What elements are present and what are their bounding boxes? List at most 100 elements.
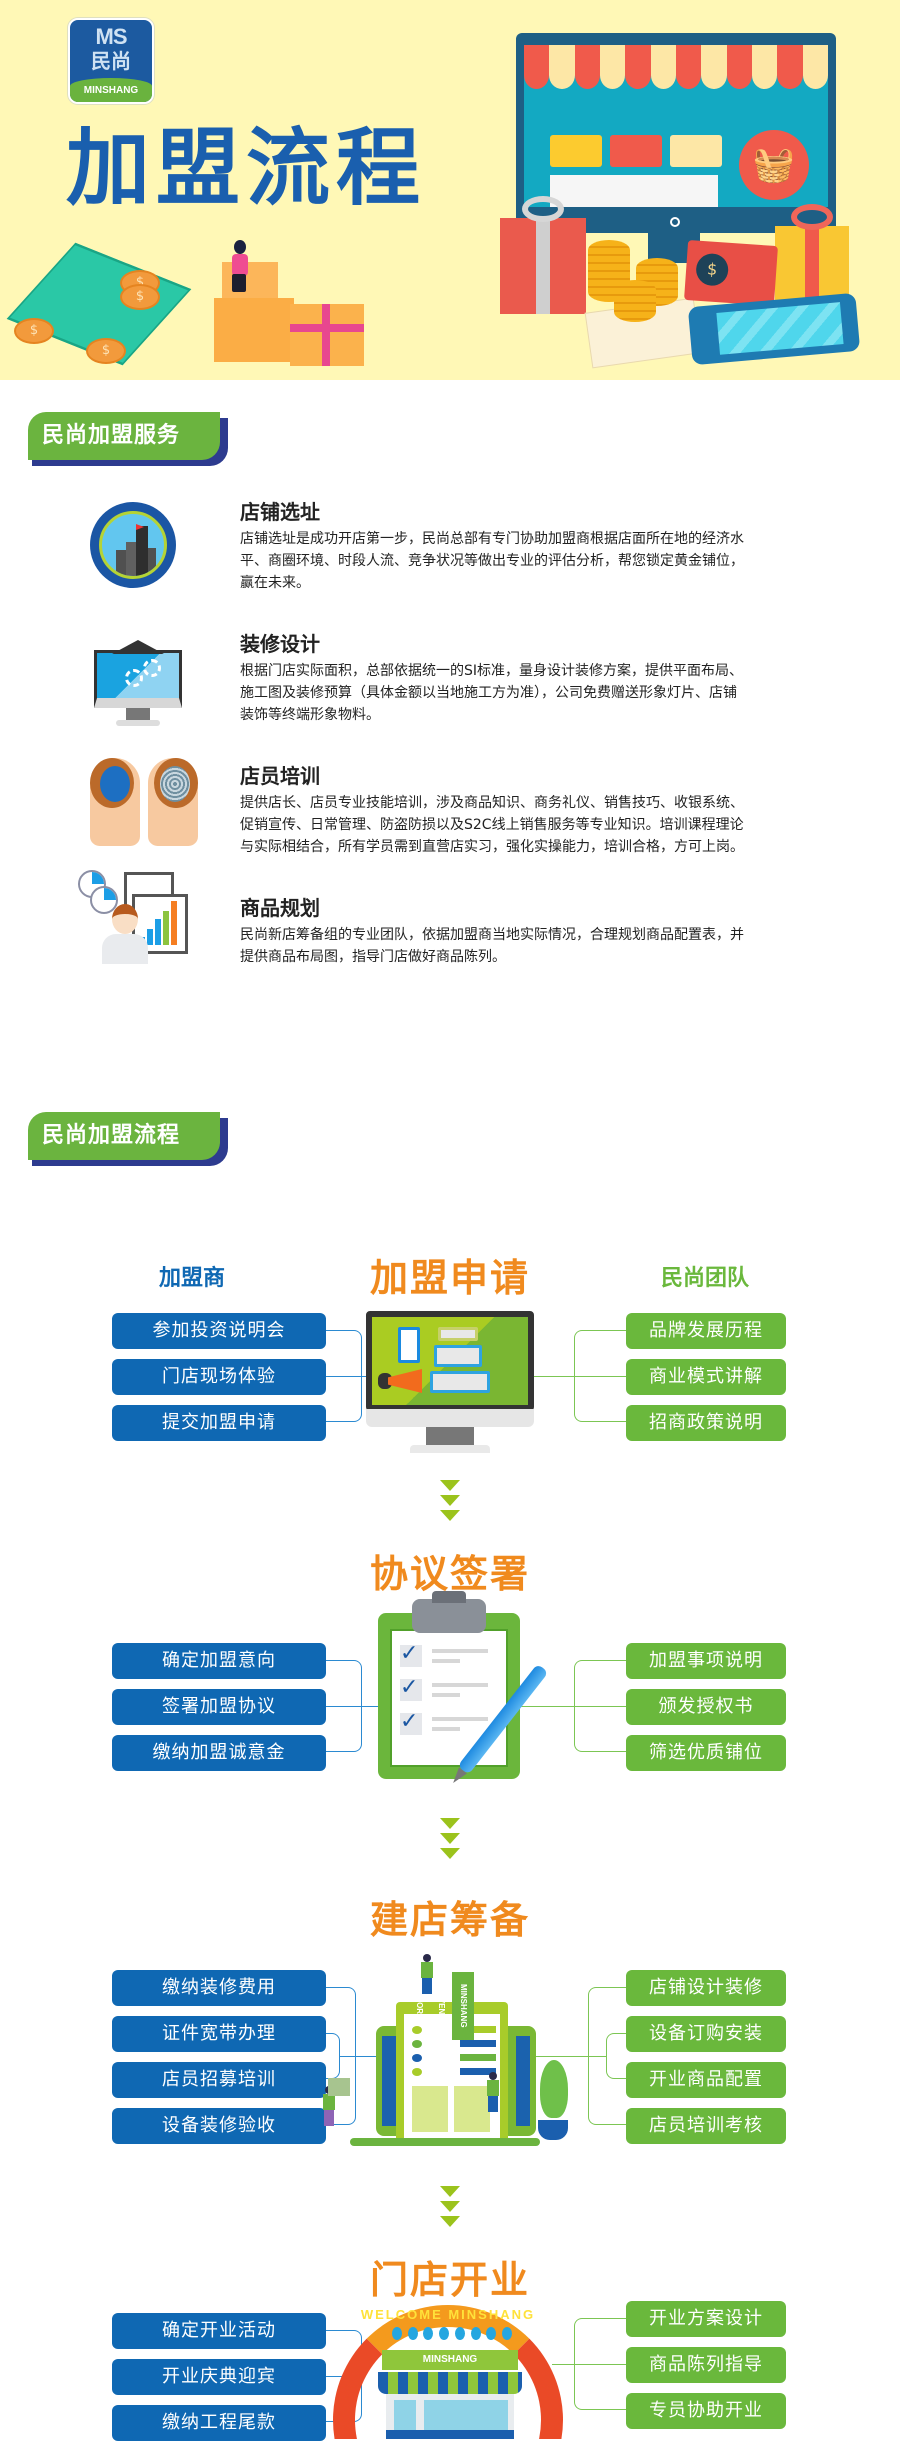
down-arrows-icon [440,2186,460,2231]
store-sign: MINSHANG [382,2350,518,2370]
welcome-arch-icon: WELCOME MINSHANG [333,2305,563,2439]
store-sign: MINSHANG CONVENIENT STORE [415,1972,474,2040]
coin-icon: $ [86,338,126,364]
team-step: 筛选优质铺位 [626,1735,786,1771]
hero-banner: MS 民尚 MINSHANG 加盟流程 $ $ $ $ 🧺 [0,0,900,380]
service-description: 店铺选址是成功开店第一步，民尚总部有专门协助加盟商根据店面所在地的经济水 平、商… [240,528,840,594]
franchisee-step: 缴纳工程尾款 [112,2405,326,2441]
description-line: 根据门店实际面积，总部依据统一的SI标准，量身设计装修方案，提供平面布局、 [240,663,744,679]
description-line: 提供商品布局图，指导门店做好商品陈列。 [240,949,506,965]
service-title: 店铺选址 [240,500,320,524]
franchisee-step: 证件宽带办理 [112,2016,326,2052]
connector-line [340,2056,400,2057]
phone-icon [687,292,861,366]
gift-box-icon [500,196,586,314]
franchisee-step: 店员招募培训 [112,2062,326,2098]
description-line: 赢在未来。 [240,575,310,591]
plant-icon [534,2060,570,2140]
description-line: 装饰等终端形象物料。 [240,707,380,723]
team-step: 开业方案设计 [626,2301,786,2337]
team-step: 商业模式讲解 [626,1359,786,1395]
shop-monitor-icon: 🧺 [516,33,836,233]
connector-line [552,2364,626,2365]
franchisee-step: 确定开业活动 [112,2313,326,2349]
box-icon [328,2078,350,2096]
connector-bracket [606,2033,626,2079]
convenience-store-icon: MINSHANG [378,2350,522,2439]
monitor-graduation-icon [60,636,190,736]
clipboard-checklist-icon: ✓ ✓ ✓ [378,1591,520,1779]
presentation-chart-icon [60,868,190,968]
parcel-icon [214,298,294,362]
franchisee-step: 缴纳加盟诚意金 [112,1735,326,1771]
service-description: 提供店长、店员专业技能培训，涉及商品知识、商务礼仪、销售技巧、收银系统、 促销宣… [240,792,840,858]
logo-mark: MS [95,24,128,49]
stage-title: 门店开业 [369,2258,530,2302]
franchisee-step: 开业庆典迎宾 [112,2359,326,2395]
team-step: 商品陈列指导 [626,2347,786,2383]
coin-icon: $ [14,318,54,344]
minshang-logo: MS 民尚 MINSHANG [68,18,154,104]
franchisee-column-header: 加盟商 [158,1266,225,1291]
description-line: 促销宣传、日常管理、防盗防损以及S2C线上销售服务等专业知识。培训课程理论 [240,817,744,833]
description-line: 民尚新店筹备组的专业团队，依据加盟商当地实际情况，合理规划商品配置表，并 [240,927,744,943]
team-step: 开业商品配置 [626,2062,786,2098]
franchisee-step: 设备装修验收 [112,2108,326,2144]
team-step: 店员培训考核 [626,2108,786,2144]
franchisee-step: 签署加盟协议 [112,1689,326,1725]
connector-line [326,1706,378,1707]
balloons-icon [392,2327,512,2347]
coin-stack-icon [614,280,656,322]
team-step: 招商政策说明 [626,1405,786,1441]
franchisee-step: 门店现场体验 [112,1359,326,1395]
coin-icon: $ [120,284,160,310]
store-construction-icon: MINSHANG CONVENIENT STORE [300,1950,600,2150]
computer-megaphone-icon [366,1311,534,1453]
franchisee-step: 缴纳装修费用 [112,1970,326,2006]
service-description: 根据门店实际面积，总部依据统一的SI标准，量身设计装修方案，提供平面布局、 施工… [240,660,840,726]
description-line: 施工图及装修预算（具体金额以当地施工方为准），公司免费赠送形象灯片、店铺 [240,685,737,701]
woman-with-laptop-icon [228,240,254,292]
connector-line [534,1376,626,1377]
connector-line [326,1376,366,1377]
franchisee-step: 提交加盟申请 [112,1405,326,1441]
section-tag-label: 民尚加盟服务 [28,412,220,460]
description-line: 与实际相结合，所有学员需到直营店实习，强化实操能力，培训合格，方可上岗。 [240,839,744,855]
service-title: 商品规划 [240,896,320,920]
description-line: 平、商圈环境、时段人流、竞争状况等做出专业的评估分析，帮您锁定黄金铺位， [240,553,744,569]
logo-cn: 民尚 [91,49,131,73]
description-line: 店铺选址是成功开店第一步，民尚总部有专门协助加盟商根据店面所在地的经济水 [240,531,744,547]
credit-card-icon: $ [684,239,778,307]
megaphone-icon [388,1369,422,1393]
connector-line [520,1706,626,1707]
stage-title: 建店筹备 [369,1898,530,1942]
team-step: 专员协助开业 [626,2393,786,2429]
team-step: 加盟事项说明 [626,1643,786,1679]
team-step: 设备订购安装 [626,2016,786,2052]
basket-icon: 🧺 [739,130,809,200]
logo-en: MINSHANG [70,78,152,102]
service-title: 装修设计 [240,632,320,656]
description-line: 提供店长、店员专业技能培训，涉及商品知识、商务礼仪、销售技巧、收银系统、 [240,795,744,811]
down-arrows-icon [440,1818,460,1863]
dollar-icon: $ [695,252,730,287]
service-title: 店员培训 [240,764,320,788]
gift-box-icon [775,204,849,310]
franchisee-step: 确定加盟意向 [112,1643,326,1679]
two-heads-icon [60,758,198,858]
section-tag-label: 民尚加盟流程 [28,1112,220,1160]
stage-title: 协议签署 [369,1552,530,1596]
team-step: 颁发授权书 [626,1689,786,1725]
team-column-header: 民尚团队 [660,1266,749,1291]
connector-line [536,2056,606,2057]
stage-title: 加盟申请 [369,1256,530,1300]
team-step: 品牌发展历程 [626,1313,786,1349]
page-title: 加盟流程 [66,119,427,217]
franchisee-step: 参加投资说明会 [112,1313,326,1349]
down-arrows-icon [440,1480,460,1525]
target-city-icon [60,502,190,602]
team-step: 店铺设计装修 [626,1970,786,2006]
gift-parcel-icon [290,304,364,366]
arch-text: WELCOME MINSHANG [360,2307,536,2322]
service-description: 民尚新店筹备组的专业团队，依据加盟商当地实际情况，合理规划商品配置表，并 提供商… [240,924,840,968]
